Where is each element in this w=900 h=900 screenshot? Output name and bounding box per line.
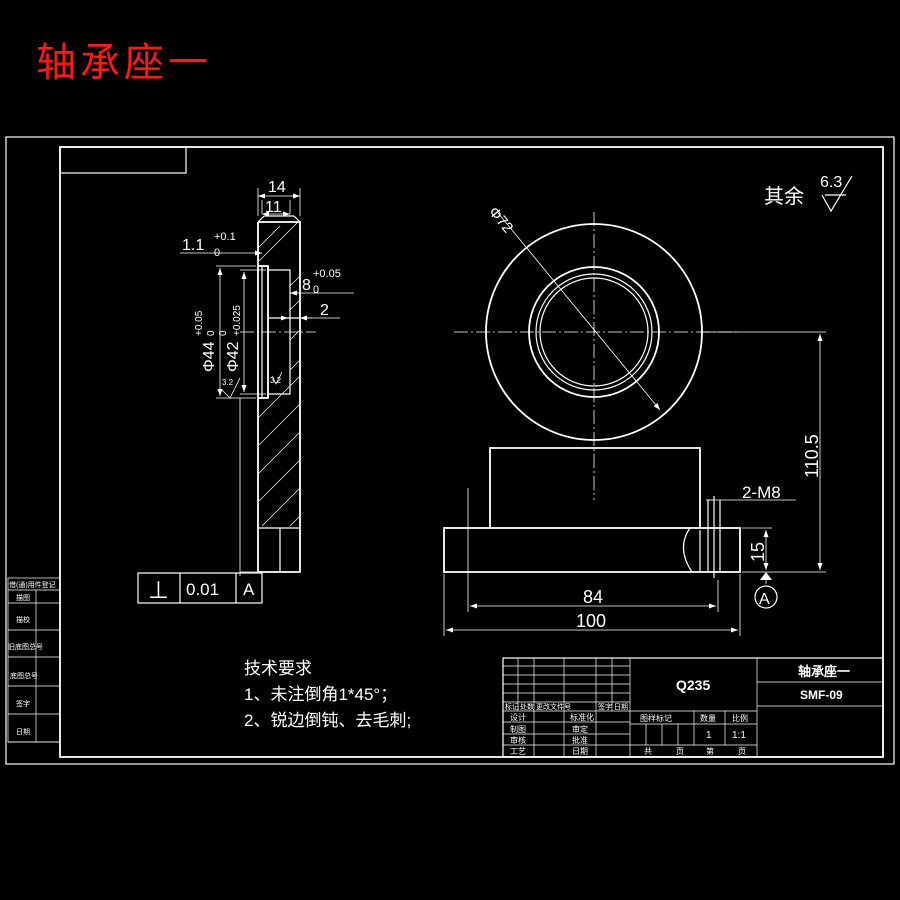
section-dimensions: 14 11 1.1 +0.1 0 8 +0.05 0 2 Φ44 +0.05 0… xyxy=(180,179,354,576)
dim-42-tol-up: +0.025 xyxy=(232,305,243,336)
tb-left-label: 设计 xyxy=(510,712,526,722)
tb-header: 签字 xyxy=(598,702,612,711)
tb-sheet-label: 共 xyxy=(644,747,652,756)
roughness-3-2-a: 3.2 xyxy=(222,378,234,387)
front-dimensions: 110.5 15 2-M8 84 100 A xyxy=(443,331,826,636)
roughness-value: 6.3 xyxy=(820,174,842,191)
drawing-frame xyxy=(5,136,895,765)
dim-42-tol-lo: 0 xyxy=(218,330,229,336)
tb-mid-label: 标准化 xyxy=(570,712,594,722)
dim-2: 2 xyxy=(320,302,329,319)
dim-44-tol-lo: 0 xyxy=(206,330,217,336)
side-strip: 借(通)用件登记 描图 描校 旧底图总号 底图总号 签字 日期 xyxy=(7,577,61,743)
side-strip-label: 签字 xyxy=(16,699,30,708)
side-strip-label: 描校 xyxy=(16,615,30,624)
tb-header: 日期 xyxy=(614,703,628,711)
roughness-label: 其余 xyxy=(764,185,804,208)
dim-1-1: 1.1 xyxy=(182,237,204,254)
roughness-3-2-b: 3.2 xyxy=(270,376,282,385)
tb-left-label: 审核 xyxy=(510,735,526,745)
dim-42: Φ42 xyxy=(225,341,242,372)
dim-100: 100 xyxy=(576,611,606,631)
dim-14: 14 xyxy=(268,179,286,196)
tech-req-item: 2、锐边倒钝、去毛刺; xyxy=(244,711,411,730)
part-name: 轴承座一 xyxy=(798,664,850,679)
side-strip-label: 日期 xyxy=(16,728,30,736)
tolerance-frame: ⊥ 0.01 A xyxy=(137,572,263,604)
tb-header: 处数 xyxy=(520,702,534,711)
tb-sheet-label: 页 xyxy=(738,747,746,756)
dim-2-m8: 2-M8 xyxy=(742,483,781,502)
dim-72: Φ72 xyxy=(485,204,516,237)
tolerance-datum: A xyxy=(243,580,255,599)
tb-mid-label: 批准 xyxy=(572,735,588,745)
front-view: Φ72 xyxy=(443,204,741,578)
dim-44: Φ44 xyxy=(201,341,218,372)
dim-8: 8 xyxy=(302,277,311,294)
dim-8-tol-lo: 0 xyxy=(313,284,319,296)
tolerance-value: 0.01 xyxy=(186,580,219,599)
tb-col-label: 数量 xyxy=(700,713,716,723)
tb-col-label: 比例 xyxy=(732,713,748,723)
dim-8-tol-up: +0.05 xyxy=(313,268,341,280)
dim-15: 15 xyxy=(748,542,768,562)
dim-44-tol-up: +0.05 xyxy=(194,310,205,336)
tolerance-symbol: ⊥ xyxy=(148,577,169,604)
side-strip-label: 底图总号 xyxy=(10,671,38,680)
tb-left-label: 工艺 xyxy=(510,747,526,756)
side-strip-label: 借(通)用件登记 xyxy=(9,580,56,589)
dim-1-1-tol-up: +0.1 xyxy=(214,231,236,243)
dim-84: 84 xyxy=(583,587,603,607)
tb-mid-label: 审定 xyxy=(572,724,588,734)
tb-header: 标记 xyxy=(505,702,519,711)
quantity: 1 xyxy=(706,730,712,741)
material: Q235 xyxy=(676,677,710,693)
section-view xyxy=(240,215,316,573)
side-strip-label: 描图 xyxy=(16,593,30,602)
tech-req-heading: 技术要求 xyxy=(244,659,312,678)
dim-11: 11 xyxy=(265,199,282,216)
dim-1-1-tol-lo: 0 xyxy=(214,247,220,259)
side-strip-label: 旧底图总号 xyxy=(8,642,43,651)
tb-mid-label: 日期 xyxy=(572,747,588,756)
drawing-number: SMF-09 xyxy=(800,688,843,702)
tb-left-label: 制图 xyxy=(510,724,526,734)
scale: 1:1 xyxy=(732,730,746,741)
page-title: 轴承座一 xyxy=(36,40,212,86)
tb-sheet-label: 第 xyxy=(706,746,714,756)
tb-header: 更改文件号 xyxy=(536,702,571,711)
title-block: 标记 处数 更改文件号 签字 日期 设计 制图 审核 工艺 标准化 审定 批准 … xyxy=(502,657,884,758)
technical-requirements: 技术要求 1、未注倒角1*45°； 2、锐边倒钝、去毛刺; xyxy=(244,659,411,730)
dim-110-5: 110.5 xyxy=(802,434,822,478)
tech-req-item: 1、未注倒角1*45°； xyxy=(244,685,397,704)
tb-col-label: 图样标记 xyxy=(640,713,672,723)
datum-a: A xyxy=(759,591,770,608)
section-hatch xyxy=(257,221,301,527)
tb-sheet-label: 页 xyxy=(676,747,684,756)
roughness-note: 其余 6.3 xyxy=(764,174,853,213)
